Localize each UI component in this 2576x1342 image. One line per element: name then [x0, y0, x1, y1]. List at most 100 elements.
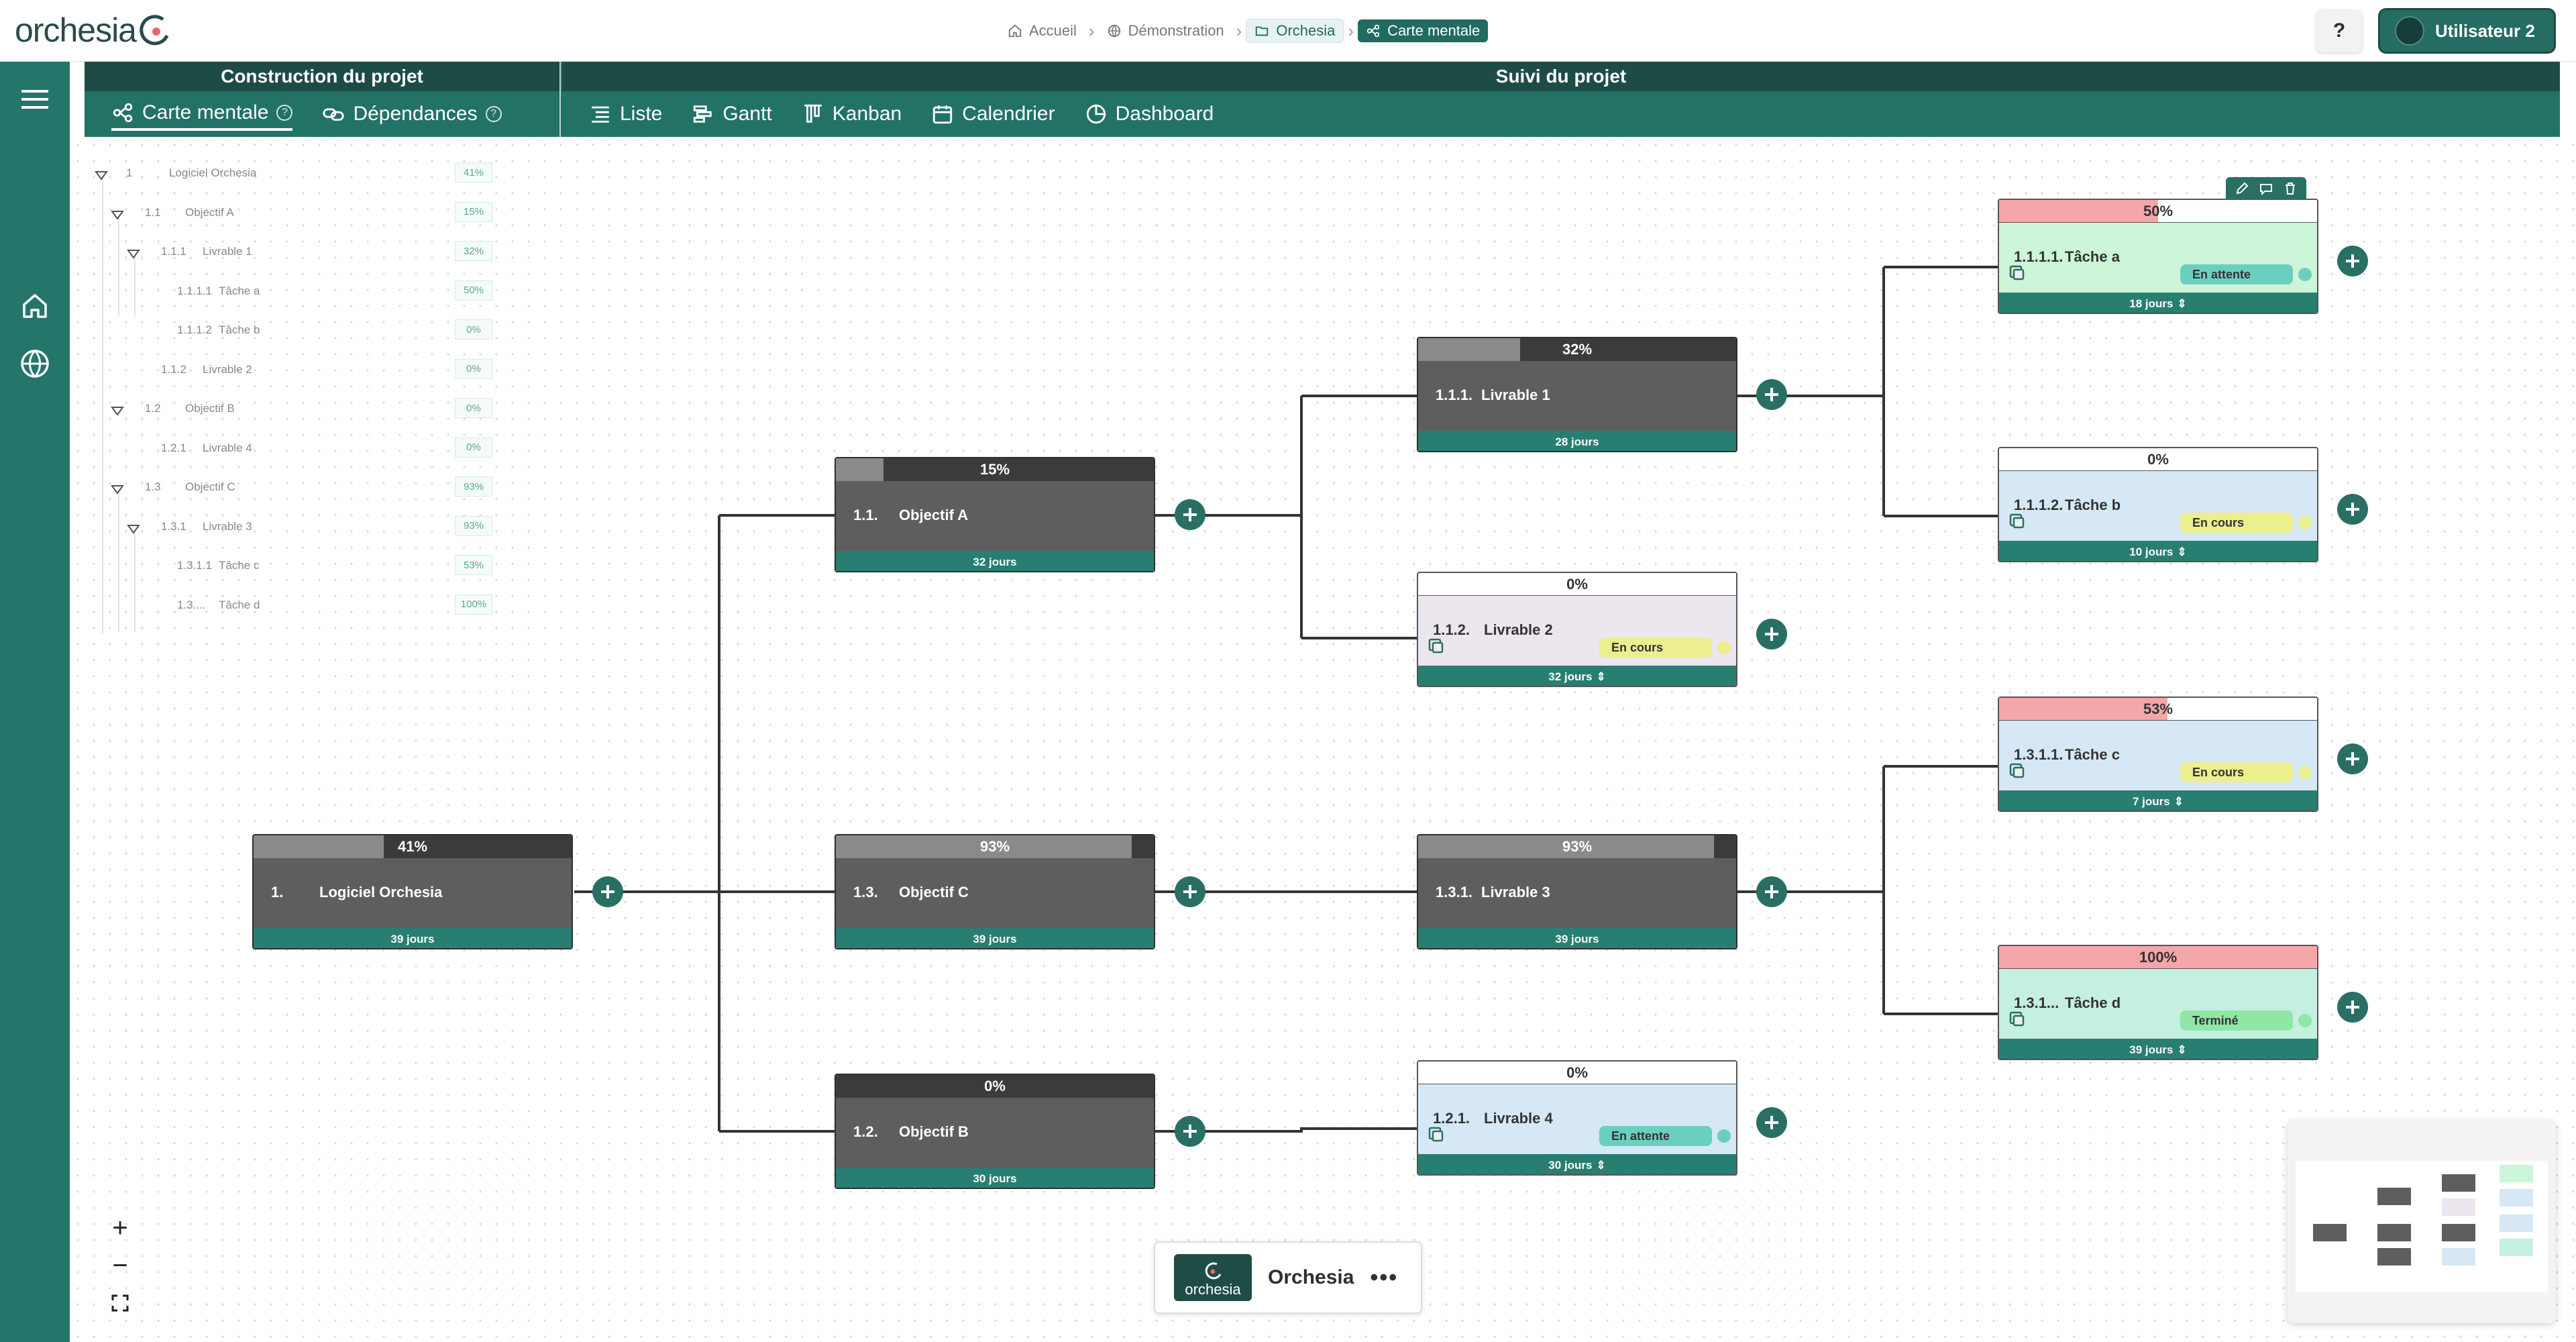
copy-icon[interactable] [2008, 264, 2026, 282]
add-child-button[interactable] [1175, 876, 1205, 907]
status-badge[interactable]: En cours [2180, 762, 2293, 782]
tree-row[interactable]: 1.1.2 Livrable 2 0% [91, 358, 507, 399]
menu-icon[interactable] [17, 82, 52, 117]
duration-stepper-icon[interactable]: ⇕ [2177, 297, 2187, 310]
node-tache-d[interactable]: 100% 1.3.1...Tâche d Terminé 39 jours⇕ [1998, 945, 2318, 1060]
info-icon[interactable]: ? [485, 106, 502, 122]
tree-row-percent: 0% [455, 358, 492, 379]
copy-icon[interactable] [1428, 1126, 1445, 1143]
node-livrable-2[interactable]: 0% 1.1.2.Livrable 2 En cours 32 jours⇕ [1417, 572, 1737, 687]
breadcrumb-demonstration[interactable]: Démonstration [1099, 19, 1232, 42]
edit-icon[interactable] [2235, 181, 2249, 196]
tree-row[interactable]: 1.3 Objectif C 93% [91, 476, 507, 516]
node-tache-a[interactable]: 50% 1.1.1.1.Tâche a En attente 18 jours⇕ [1998, 199, 2318, 314]
breadcrumb-carte-mentale[interactable]: Carte mentale [1358, 19, 1489, 42]
node-id: 1.1.1.1. [2014, 248, 2063, 265]
tree-row[interactable]: 1.3.1 Livrable 3 93% [91, 515, 507, 556]
copy-icon[interactable] [2008, 762, 2026, 780]
tab-kanban[interactable]: Kanban [802, 99, 902, 130]
status-badge[interactable]: En cours [2180, 513, 2293, 533]
node-livrable-3[interactable]: 93% 1.3.1.Livrable 3 39 jours [1417, 834, 1737, 949]
caret-down-icon[interactable] [126, 246, 141, 261]
tab-dashboard[interactable]: Dashboard [1085, 99, 1214, 130]
tab-liste[interactable]: Liste [589, 99, 662, 130]
globe-icon[interactable] [17, 346, 52, 381]
node-tache-b[interactable]: 0% 1.1.1.2.Tâche b En cours 10 jours⇕ [1998, 447, 2318, 562]
tab-gantt[interactable]: Gantt [692, 99, 772, 130]
copy-icon[interactable] [2008, 1011, 2026, 1028]
tree-row[interactable]: 1.3.... Tâche d 100% [91, 594, 507, 634]
zoom-in-button[interactable]: + [104, 1212, 136, 1244]
caret-down-icon[interactable] [110, 207, 125, 222]
node-objectif-b[interactable]: 0% 1.2.Objectif B 30 jours [835, 1074, 1155, 1189]
duration-stepper-icon[interactable]: ⇕ [2177, 546, 2187, 558]
node-livrable-4[interactable]: 0% 1.2.1.Livrable 4 En attente 30 jours⇕ [1417, 1060, 1737, 1176]
breadcrumb-accueil[interactable]: Accueil [1000, 19, 1085, 42]
minimap-node [2442, 1248, 2475, 1266]
caret-down-icon[interactable] [110, 403, 125, 418]
tree-row[interactable]: 1.1.1 Livrable 1 32% [91, 241, 507, 280]
node-objectif-c[interactable]: 93% 1.3.Objectif C 39 jours [835, 834, 1155, 949]
add-child-button[interactable] [592, 876, 623, 907]
help-button[interactable]: ? [2316, 9, 2363, 52]
add-child-button[interactable] [1756, 876, 1787, 907]
status-dot [2298, 516, 2312, 529]
tree-row[interactable]: 1.1 Objectif A 15% [91, 201, 507, 242]
zoom-out-button[interactable]: − [104, 1249, 136, 1282]
user-menu-button[interactable]: Utilisateur 2 [2378, 8, 2556, 54]
breadcrumb-orchesia[interactable]: Orchesia [1246, 19, 1344, 43]
tree-guide [118, 491, 119, 632]
orchesia-logo[interactable]: orchesia [15, 9, 174, 51]
add-child-button[interactable] [2337, 246, 2368, 276]
add-child-button[interactable] [1756, 379, 1787, 410]
node-root[interactable]: 41% 1.Logiciel Orchesia 39 jours [252, 834, 573, 949]
caret-down-icon[interactable] [94, 168, 109, 183]
node-objectif-a[interactable]: 15% 1.1.Objectif A 32 jours [835, 457, 1155, 572]
project-card[interactable]: orchesia Orchesia ••• [1154, 1241, 1422, 1314]
node-tache-c[interactable]: 53% 1.3.1.1.Tâche c En cours 7 jours⇕ [1998, 696, 2318, 812]
tab-carte-mentale[interactable]: Carte mentale ? [111, 97, 293, 131]
tree-row[interactable]: 1.1.1.2 Tâche b 0% [91, 319, 507, 359]
duration-stepper-icon[interactable]: ⇕ [2174, 795, 2184, 808]
node-livrable-1[interactable]: 32% 1.1.1.Livrable 1 28 jours [1417, 337, 1737, 452]
caret-down-icon[interactable] [126, 521, 141, 536]
add-child-button[interactable] [1175, 1116, 1205, 1147]
tree-row[interactable]: 1.2 Objectif B 0% [91, 398, 507, 437]
tree-row[interactable]: 1 Logiciel Orchesia 41% [91, 162, 507, 202]
copy-icon[interactable] [2008, 513, 2026, 530]
tree-row[interactable]: 1.3.1.1 Tâche c 53% [91, 555, 507, 595]
tree-row-number: 1.1.2 [161, 362, 186, 376]
add-child-button[interactable] [1756, 1107, 1787, 1138]
status-badge[interactable]: Terminé [2180, 1011, 2293, 1031]
copy-icon[interactable] [1428, 637, 1445, 655]
tree-row[interactable]: 1.2.1 Livrable 4 0% [91, 437, 507, 477]
comment-icon[interactable] [2259, 181, 2273, 196]
status-badge[interactable]: En cours [1599, 637, 1712, 658]
fit-view-button[interactable] [104, 1287, 136, 1319]
add-child-button[interactable] [2337, 992, 2368, 1023]
caret-down-icon[interactable] [110, 482, 125, 497]
duration-stepper-icon[interactable]: ⇕ [1596, 670, 1606, 683]
minimap-node [2442, 1174, 2475, 1192]
status-badge[interactable]: En attente [2180, 264, 2293, 285]
tab-dependances[interactable]: Dépendances ? [322, 99, 502, 130]
folder-icon [1256, 26, 1269, 36]
status-badge[interactable]: En attente [1599, 1126, 1712, 1146]
node-id: 1.3.1... [2014, 994, 2059, 1011]
duration-stepper-icon[interactable]: ⇕ [2177, 1043, 2187, 1056]
trash-icon[interactable] [2283, 181, 2298, 196]
home-icon[interactable] [17, 289, 52, 323]
add-child-button[interactable] [2337, 743, 2368, 774]
tab-calendrier[interactable]: Calendrier [931, 99, 1055, 130]
tree-row[interactable]: 1.1.1.1 Tâche a 50% [91, 280, 507, 320]
minimap-node [2377, 1188, 2411, 1205]
kanban-icon [804, 104, 822, 123]
info-icon[interactable]: ? [276, 105, 293, 121]
minimap[interactable] [2288, 1121, 2556, 1323]
duration-stepper-icon[interactable]: ⇕ [1596, 1159, 1606, 1172]
add-child-button[interactable] [1756, 619, 1787, 650]
add-child-button[interactable] [2337, 494, 2368, 525]
more-options-icon[interactable]: ••• [1370, 1264, 1399, 1290]
construction-group-title: Construction du projet [85, 62, 559, 91]
add-child-button[interactable] [1175, 499, 1205, 530]
